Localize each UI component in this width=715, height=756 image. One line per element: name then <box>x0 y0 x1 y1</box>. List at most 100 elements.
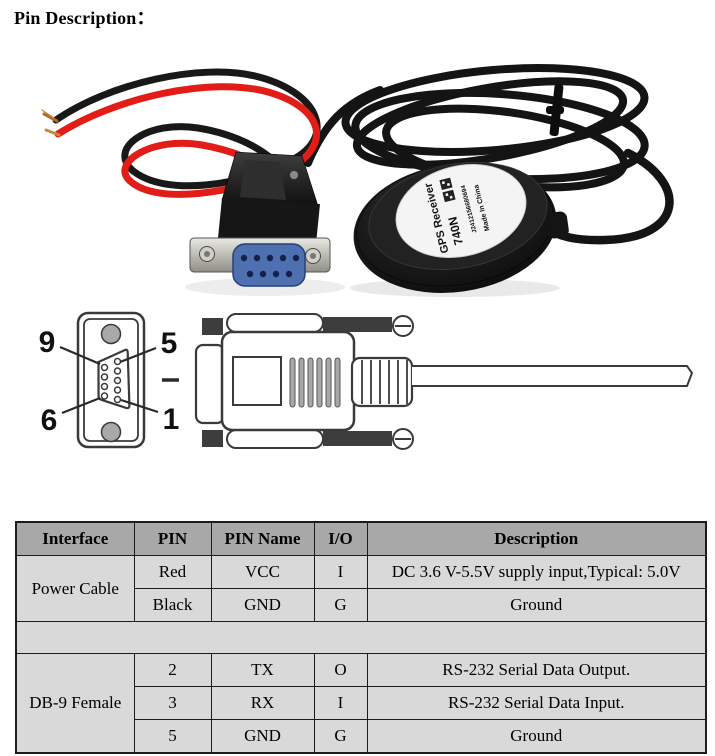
db9-connector-photo <box>189 151 331 287</box>
table-header-row: Interface PIN PIN Name I/O Description <box>15 521 707 556</box>
grip-rib <box>307 357 314 408</box>
pin-hole <box>113 367 122 375</box>
pin-hole <box>113 395 122 404</box>
io-cell: I <box>313 555 368 589</box>
pin-table: Interface PIN PIN Name I/O Description P… <box>15 521 707 754</box>
puck-strain-relief <box>545 211 569 239</box>
grip-rib <box>298 357 305 408</box>
pin-name-cell: RX <box>210 686 315 720</box>
pin-hole <box>100 373 109 381</box>
hood-ridge <box>240 160 286 200</box>
strain-relief <box>350 356 414 408</box>
pin-cell: 2 <box>133 653 212 687</box>
leader-line-pin1 <box>120 398 159 414</box>
pin-label-5: 5 <box>161 327 178 360</box>
interface-cell-power-cable: Power Cable <box>15 555 135 622</box>
pin-cell: 5 <box>133 719 212 754</box>
puck-label: GPS Receiver 740N J2412156680694 Made In… <box>395 164 527 258</box>
db9-front-view: 9 5 6 1 <box>39 311 180 449</box>
hood-screw <box>289 170 299 180</box>
product-photo: GPS Receiver 740N J2412156680694 Made In… <box>41 64 674 297</box>
socket-hole <box>285 270 293 278</box>
io-cell: I <box>313 686 368 720</box>
mating-face <box>194 343 226 425</box>
gps-receiver-puck: GPS Receiver 740N J2412156680694 Made In… <box>353 162 569 293</box>
cable-tie-knot <box>546 106 564 114</box>
pin-hole <box>100 392 109 400</box>
col-header-pin: PIN <box>133 521 212 556</box>
cable-loop <box>341 64 649 156</box>
qr-dot <box>445 193 449 197</box>
cable-coil <box>304 64 674 245</box>
socket-hole <box>292 254 300 262</box>
pin-hole <box>113 357 122 366</box>
pin-name-cell: TX <box>210 653 315 687</box>
stripped-wire-tip <box>44 128 61 137</box>
db9-pinout-diagram: 9 5 6 1 <box>39 311 694 450</box>
interface-cell-db9-female: DB-9 Female <box>15 653 135 754</box>
body-panel <box>232 356 282 406</box>
jack-screw-slot <box>310 253 316 259</box>
grip-rib <box>316 357 323 408</box>
qr-code-icon <box>439 177 453 191</box>
pin-hole <box>113 376 122 385</box>
connector-shadow <box>185 278 345 296</box>
qr-code-icon <box>442 189 456 203</box>
pin-hole <box>100 363 109 372</box>
separator-cell <box>15 621 707 654</box>
label-sticker <box>395 164 527 258</box>
socket-hole <box>259 270 267 278</box>
col-header-io: I/O <box>313 521 368 556</box>
pin-leader-lines <box>59 345 159 415</box>
socket-hole <box>266 254 274 262</box>
strain-relief-ribs <box>361 360 408 404</box>
leader-line-pin6 <box>61 396 101 415</box>
qr-dot <box>449 195 453 199</box>
table-row-db9-gnd: 5 GND G Ground <box>16 719 707 754</box>
description-cell: Ground <box>366 588 707 622</box>
description-cell: RS-232 Serial Data Output. <box>366 653 707 687</box>
socket-hole <box>240 254 248 262</box>
thumbscrew-handle <box>226 429 324 449</box>
table-row-power-black: Black GND G Ground <box>16 588 707 622</box>
grip-rib <box>334 357 341 408</box>
col-header-pin-name: PIN Name <box>210 521 315 556</box>
io-cell: G <box>313 719 368 754</box>
cable-loop <box>352 77 628 169</box>
socket-hole <box>253 254 261 262</box>
screw-shaft <box>323 431 392 446</box>
io-cell: O <box>313 653 368 687</box>
blue-dsub-insert <box>232 243 306 287</box>
thumbscrew-handle <box>226 313 324 333</box>
description-cell: Ground <box>366 719 707 754</box>
socket-hole <box>246 270 254 278</box>
screw-shaft <box>323 317 392 332</box>
pin-hole <box>100 382 109 391</box>
jack-screw-slot <box>204 251 210 257</box>
stripped-wire-tip <box>42 112 59 123</box>
pin-name-cell: GND <box>210 588 315 622</box>
db9-side-view <box>194 313 694 450</box>
pin-label-1: 1 <box>163 403 180 436</box>
connector-hood-body <box>218 198 320 244</box>
io-cell: G <box>313 588 368 622</box>
col-header-description: Description <box>366 521 707 556</box>
table-row-db9-tx: DB-9 Female 2 TX O RS-232 Serial Data Ou… <box>15 653 707 754</box>
pin-cell: Black <box>133 588 212 622</box>
pin-name-cell: VCC <box>210 555 315 589</box>
socket-hole <box>272 270 280 278</box>
qr-dot <box>446 182 450 187</box>
leader-line-pin5 <box>119 346 157 364</box>
cable-to-puck <box>541 148 674 245</box>
pin-label-6: 6 <box>41 404 58 437</box>
col-header-interface: Interface <box>15 521 135 556</box>
pin-name-cell: GND <box>210 719 315 754</box>
pin-label-9: 9 <box>39 326 56 359</box>
grip-ribs <box>289 357 341 408</box>
socket-hole <box>279 254 287 262</box>
pin-cell: 3 <box>133 686 212 720</box>
pin-hole <box>113 386 122 394</box>
socket-holes <box>240 254 300 278</box>
table-row-db9-rx: 3 RX I RS-232 Serial Data Input. <box>16 686 707 720</box>
